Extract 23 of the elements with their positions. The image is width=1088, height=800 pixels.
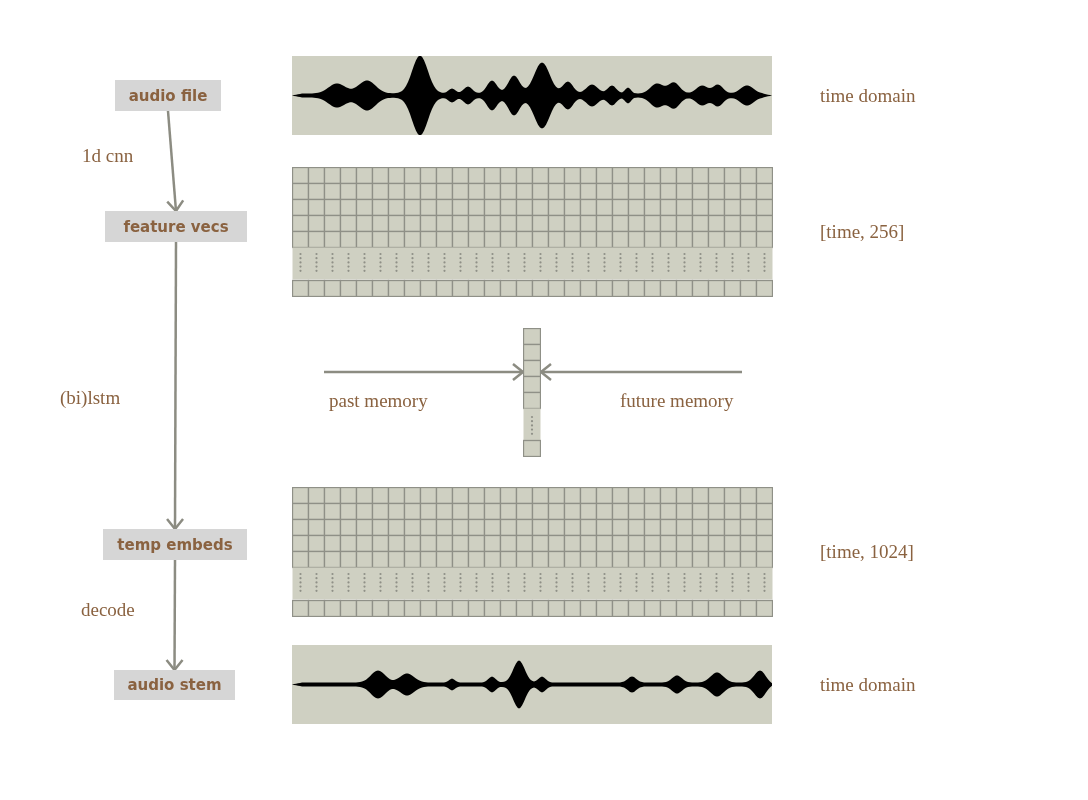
arrow: [324, 362, 525, 382]
edge-label: decode: [81, 600, 135, 619]
edge-label: past memory: [329, 391, 428, 410]
step-label: temp embeds: [103, 529, 247, 560]
step-label: audio stem: [114, 670, 235, 700]
tensor-grid-drawing: [292, 167, 773, 297]
waveform-drawing: [292, 56, 772, 135]
dimension-note: time domain: [820, 674, 916, 694]
dimension-note: time domain: [820, 85, 916, 105]
step-label: audio file: [115, 80, 221, 111]
arrow: [166, 110, 185, 213]
tensor-grid-drawing: [292, 487, 773, 617]
edge-label: (bi)lstm: [60, 388, 121, 407]
edge-label: future memory: [620, 391, 734, 410]
dimension-note: [time, 1024]: [820, 542, 914, 561]
edge-label: 1d cnn: [82, 146, 134, 165]
waveform-drawing: [292, 645, 772, 724]
arrow: [165, 242, 185, 531]
vector-column-drawing: [523, 328, 541, 457]
dimension-note: [time, 256]: [820, 222, 905, 241]
arrow: [539, 362, 742, 382]
step-label: feature vecs: [105, 211, 247, 242]
arrow: [165, 560, 184, 672]
